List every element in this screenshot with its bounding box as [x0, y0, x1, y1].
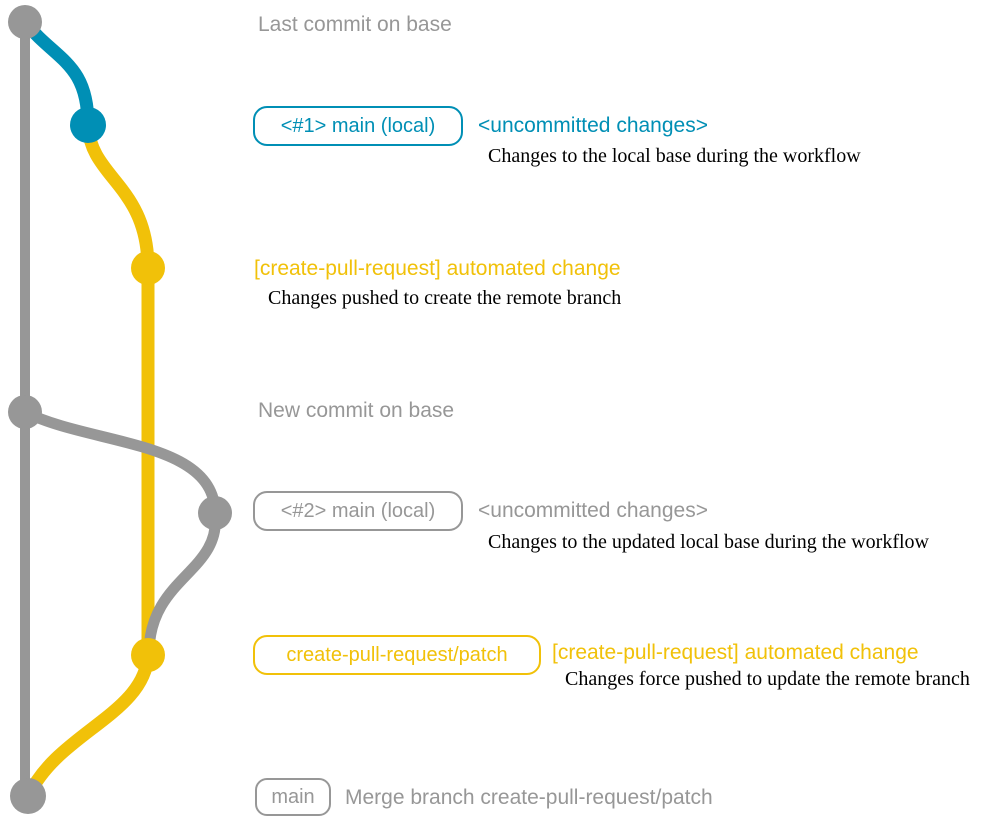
commit-dot-local-1 — [70, 107, 106, 143]
merge-curve — [23, 654, 155, 798]
annotation-automated-change-2: [create-pull-request] automated change — [552, 641, 919, 664]
annotation-automated-change-1: [create-pull-request] automated change — [254, 257, 621, 280]
branch-label-main-local-1: <#1> main (local) — [253, 106, 463, 146]
description-force-push-update-remote-branch: Changes force pushed to update the remot… — [565, 668, 970, 690]
branch-label-main-local-2-text: <#2> main (local) — [280, 499, 436, 522]
annotation-last-commit-on-base: Last commit on base — [258, 13, 452, 36]
annotation-uncommitted-changes-1: <uncommitted changes> — [478, 114, 708, 137]
patch-branch-curve-1 — [81, 124, 155, 269]
annotation-merge-branch: Merge branch create-pull-request/patch — [345, 786, 713, 809]
branch-label-main-local-2: <#2> main (local) — [253, 491, 463, 531]
annotation-new-commit-on-base: New commit on base — [258, 399, 455, 422]
commit-dot-patch-2 — [131, 638, 165, 672]
commit-dot-last-base — [8, 5, 42, 39]
commit-dot-new-base — [8, 395, 42, 429]
description-local-base-changes-1: Changes to the local base during the wor… — [488, 145, 861, 167]
local-branch-curve-2 — [22, 407, 221, 514]
branch-label-main-text: main — [271, 785, 315, 808]
branch-label-create-pull-request-patch-text: create-pull-request/patch — [286, 643, 508, 666]
local-branch-curve-3 — [143, 512, 221, 653]
description-updated-local-base-changes: Changes to the updated local base during… — [488, 531, 929, 553]
commit-dot-patch-1 — [131, 251, 165, 285]
branch-label-create-pull-request-patch: create-pull-request/patch — [253, 635, 541, 675]
description-push-create-remote-branch: Changes pushed to create the remote bran… — [268, 287, 622, 309]
commit-dot-local-2 — [198, 496, 232, 530]
branch-label-main-local-1-text: <#1> main (local) — [280, 114, 436, 137]
annotation-uncommitted-changes-2: <uncommitted changes> — [478, 499, 708, 522]
local-branch-curve-1 — [19, 17, 95, 126]
branch-label-main: main — [255, 778, 331, 816]
commit-dot-merge — [10, 778, 46, 814]
